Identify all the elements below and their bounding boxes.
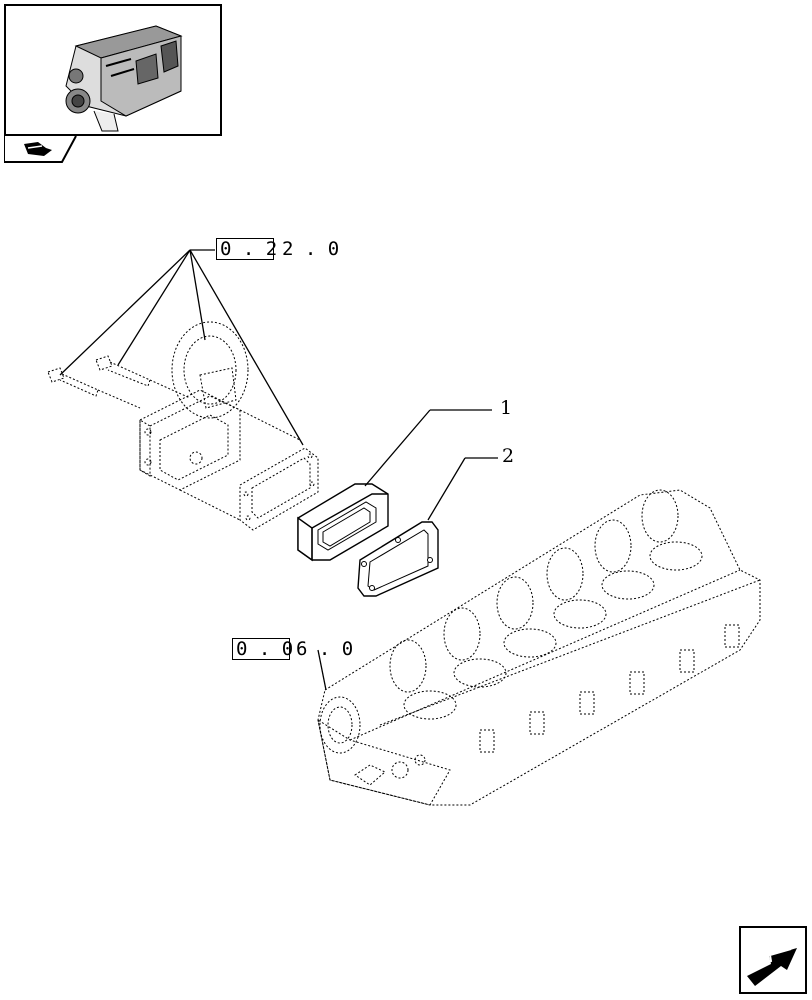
upper-reference-rest-text: 2 . 0 [282,238,340,260]
engine-thumbnail [4,4,222,136]
reference-leader-lines [59,249,304,446]
bolt-right [95,355,191,399]
lower-reference-box[interactable] [232,638,290,660]
part-1-gasket-plate [297,483,389,562]
next-page-button[interactable] [739,926,807,994]
upper-gasket-dashed [239,447,319,531]
section-tab [3,135,80,164]
callout-1-label: 1 [500,397,513,419]
engine-thumbnail-icon [65,25,183,132]
callout-1-leader [364,409,431,487]
lower-reference-rest-text: 6 . 0 [296,638,354,660]
housing-assembly [139,321,301,521]
callout-2-label: 2 [502,445,515,467]
book-tab-icon [3,135,77,163]
bolt-left [47,367,141,409]
part-2-gasket [357,521,439,597]
lower-reference-boxed-text: 0 . 0 [236,638,294,660]
next-page-arrow-icon [747,948,797,986]
callout-2-leader [427,457,466,521]
lower-reference-leader [317,649,327,691]
upper-reference-boxed-text: 0 . 2 [220,238,278,260]
cylinder-head [317,489,761,806]
upper-reference-box[interactable] [216,238,274,260]
